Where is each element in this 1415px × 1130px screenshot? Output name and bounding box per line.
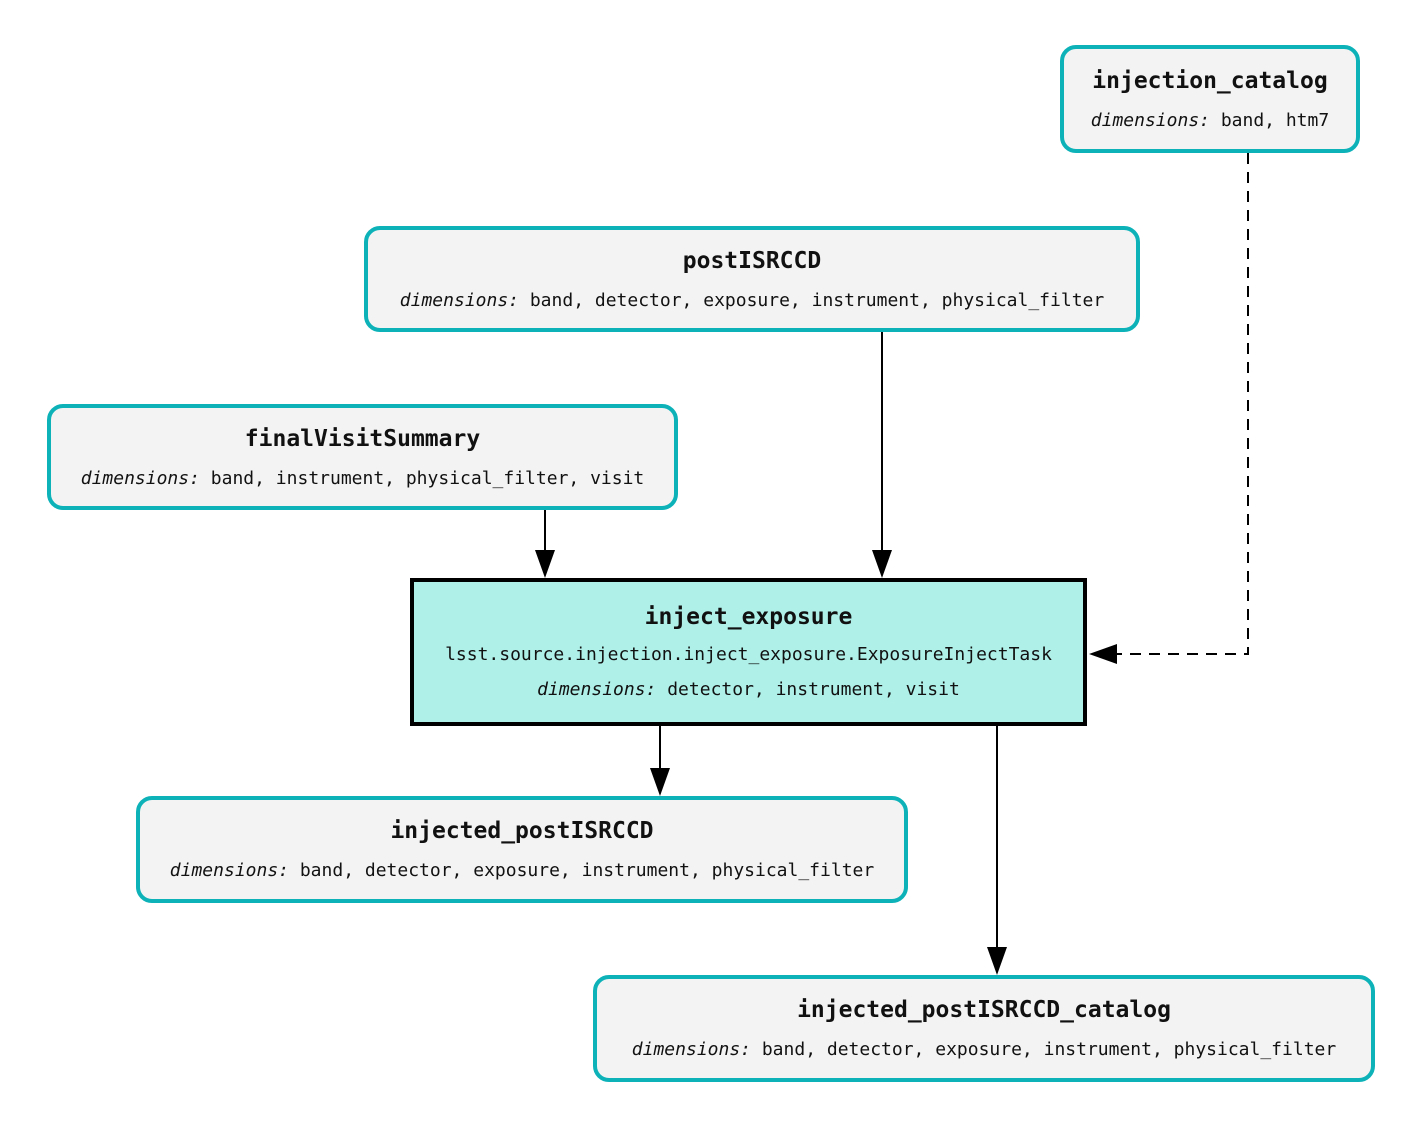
dimensions-value: band, detector, exposure, instrument, ph…: [529, 289, 1105, 311]
node-title: postISRCCD: [682, 247, 822, 274]
node-postisrccd: postISRCCD dimensions: band, detector, e…: [364, 226, 1140, 332]
node-title: inject_exposure: [644, 604, 853, 630]
node-title: injected_postISRCCD_catalog: [797, 997, 1171, 1023]
node-injected-postisrccd-catalog: injected_postISRCCD_catalog dimensions: …: [593, 975, 1375, 1082]
node-injection-catalog: injection_catalog dimensions: band, htm7: [1060, 45, 1360, 153]
node-dimensions: dimensions: band, htm7: [1091, 110, 1329, 131]
arrowhead-down-icon: [987, 947, 1007, 975]
dimensions-label: dimensions:: [80, 467, 211, 489]
node-inject-exposure-task: inject_exposure lsst.source.injection.in…: [410, 578, 1087, 726]
dimensions-value: band, htm7: [1220, 109, 1330, 131]
dimensions-label: dimensions:: [1090, 109, 1221, 131]
edge-inject-exposure-to-injected-postisrccd: [650, 726, 670, 796]
dimensions-value: detector, instrument, visit: [667, 679, 960, 700]
edge-inject-exposure-to-injected-postisrccd-catalog: [987, 726, 1007, 975]
dimensions-label: dimensions:: [169, 860, 300, 881]
dimensions-value: band, detector, exposure, instrument, ph…: [299, 860, 875, 881]
edge-postisrccd-to-inject-exposure: [872, 332, 892, 578]
arrowhead-down-icon: [535, 550, 555, 578]
node-dimensions: dimensions: band, detector, exposure, in…: [400, 290, 1104, 311]
node-dimensions: dimensions: detector, instrument, visit: [537, 679, 960, 700]
node-title: injected_postISRCCD: [390, 818, 654, 844]
arrowhead-down-icon: [872, 550, 892, 578]
edge-injection-catalog-to-inject-exposure: [1089, 153, 1249, 664]
dimensions-value: band, detector, exposure, instrument, ph…: [761, 1039, 1337, 1060]
node-dimensions: dimensions: band, instrument, physical_f…: [81, 468, 645, 489]
task-class-path: lsst.source.injection.inject_exposure.Ex…: [445, 644, 1052, 665]
node-finalvisitsummary: finalVisitSummary dimensions: band, inst…: [47, 404, 678, 510]
dimensions-value: band, instrument, physical_filter, visit: [210, 467, 645, 489]
dimensions-label: dimensions:: [399, 289, 530, 311]
node-dimensions: dimensions: band, detector, exposure, in…: [170, 860, 874, 881]
dimensions-label: dimensions:: [537, 679, 668, 700]
node-dimensions: dimensions: band, detector, exposure, in…: [632, 1039, 1336, 1060]
dimensions-label: dimensions:: [631, 1039, 762, 1060]
node-title: finalVisitSummary: [244, 425, 481, 452]
edge-finalvisitsummary-to-inject-exposure: [535, 510, 555, 578]
arrowhead-down-icon: [650, 768, 670, 796]
arrowhead-left-icon: [1089, 644, 1117, 664]
node-title: injection_catalog: [1092, 67, 1328, 94]
node-injected-postisrccd: injected_postISRCCD dimensions: band, de…: [136, 796, 908, 903]
